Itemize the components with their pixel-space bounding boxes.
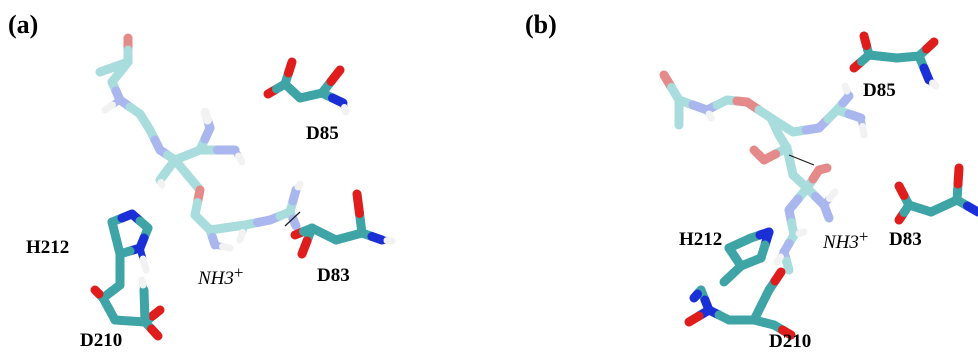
stick-bond (841, 82, 851, 95)
stick-bond (148, 305, 165, 321)
ammonium-label: NH3+ (823, 227, 869, 253)
hydrogen-bond (788, 154, 815, 166)
stick-bond (782, 256, 794, 275)
stick-bond (326, 65, 345, 86)
stick-bond (90, 285, 104, 299)
stick-bond (235, 152, 246, 166)
stick-bond (818, 163, 832, 174)
molecule-render-a (90, 33, 396, 341)
stick-bond (138, 276, 147, 289)
stick-bond (705, 110, 715, 122)
stick-bond (953, 163, 964, 189)
stick-bond (724, 243, 740, 262)
panel-label-a: (a) (8, 10, 39, 39)
residue-label-d83: D83 (889, 229, 922, 250)
stick-bond (294, 180, 304, 191)
hydrogen-bond (284, 211, 301, 227)
stick-bond (795, 228, 808, 237)
residue-label-d85: D85 (306, 123, 339, 144)
stick-bond (963, 201, 978, 217)
panel-b: (b) D85 H212 D83 D210 NH3+ (489, 0, 978, 354)
stick-bond (929, 79, 940, 90)
stick-bond (822, 207, 834, 223)
stick-bond (284, 57, 297, 78)
stick-bond (383, 237, 396, 245)
panel-a: (a) D85 H212 D83 D210 NH3+ (0, 0, 480, 354)
stick-bond (719, 269, 737, 287)
stick-bond (147, 324, 163, 341)
residue-label-d83: D83 (317, 265, 350, 286)
stick-bond (101, 101, 116, 114)
stick-bond (773, 253, 784, 266)
stick-bond (236, 229, 246, 244)
residue-label-d85: D85 (863, 80, 896, 101)
residue-label-d210: D210 (80, 330, 123, 351)
stick-bond (778, 325, 796, 340)
ammonium-label: NH3+ (198, 263, 244, 289)
stick-bond (859, 31, 871, 50)
stick-bond (297, 236, 312, 259)
stick-bond (139, 255, 150, 274)
stick-bond (770, 267, 786, 286)
stick-bond (95, 62, 119, 77)
stick-bond (689, 289, 702, 303)
molecule-render-b (659, 31, 978, 340)
stick-bond (749, 145, 764, 160)
stick-bond (107, 217, 121, 243)
stick-bond (859, 123, 868, 139)
stick-bond (157, 179, 166, 189)
residue-label-d210: D210 (769, 331, 812, 352)
stick-bond (894, 181, 909, 200)
panel-label-b: (b) (525, 10, 557, 39)
stick-bond (826, 188, 839, 202)
stick-bond (219, 243, 234, 252)
stick-bond (352, 189, 364, 218)
residue-label-h212: H212 (679, 229, 723, 250)
stick-bond (684, 311, 704, 327)
stick-bond (922, 37, 939, 54)
stick-bond (288, 214, 301, 231)
stick-bond (200, 107, 212, 125)
residue-label-h212: H212 (26, 237, 70, 258)
stick-bond (341, 104, 350, 116)
